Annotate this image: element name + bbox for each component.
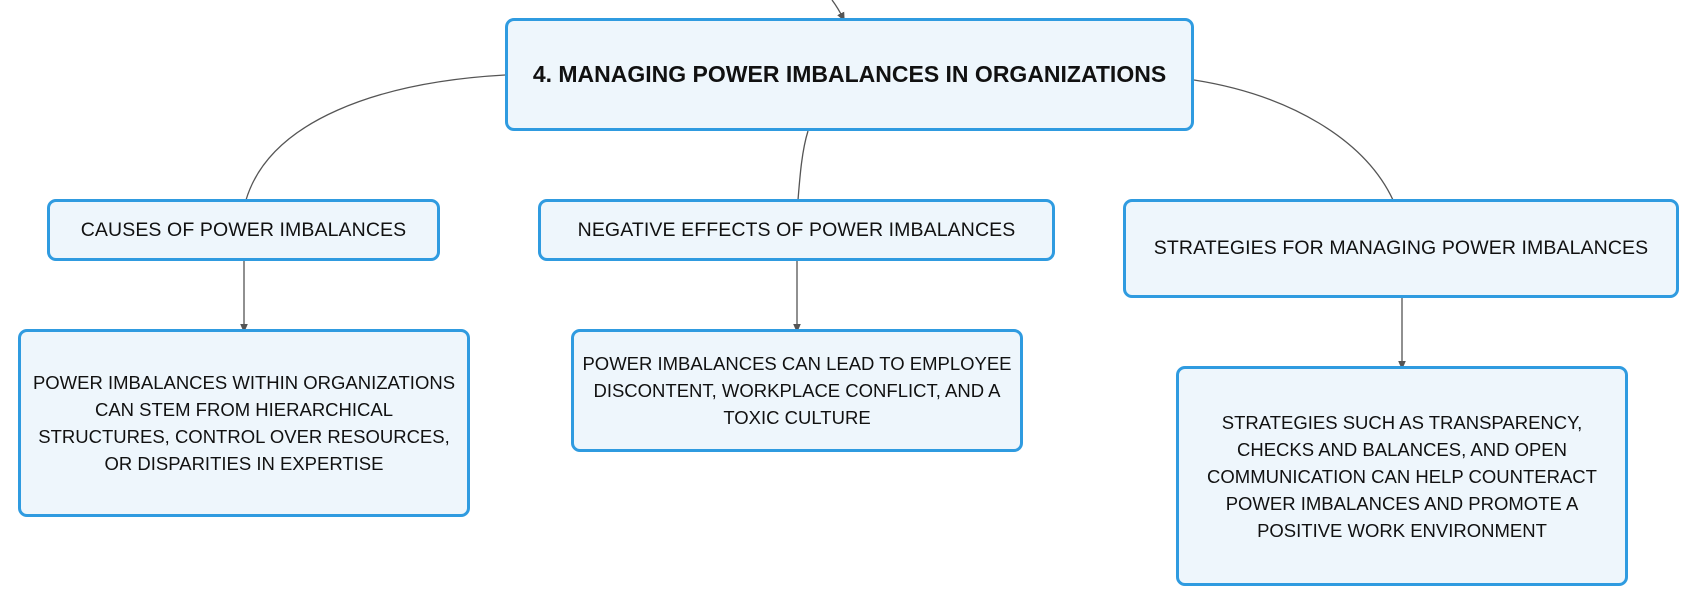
detail-node-text: POWER IMBALANCES CAN LEAD TO EMPLOYEE DI…: [582, 353, 1012, 428]
detail-node-causes[interactable]: POWER IMBALANCES WITHIN ORGANIZATIONS CA…: [18, 329, 470, 517]
branch-node-negative-effects[interactable]: NEGATIVE EFFECTS OF POWER IMBALANCES: [538, 199, 1055, 261]
branch-node-causes[interactable]: CAUSES OF POWER IMBALANCES: [47, 199, 440, 261]
root-node[interactable]: 4. MANAGING POWER IMBALANCES IN ORGANIZA…: [505, 18, 1194, 131]
branch-node-label: CAUSES OF POWER IMBALANCES: [80, 218, 407, 241]
connector-root-to-effects: [797, 130, 809, 201]
connector-root-to-strategies: [1193, 79, 1394, 201]
detail-node-negative-effects[interactable]: POWER IMBALANCES CAN LEAD TO EMPLOYEE DI…: [571, 329, 1023, 452]
connector-root-to-causes: [245, 74, 506, 201]
connector-from-parent: [831, 0, 845, 22]
detail-node-text: POWER IMBALANCES WITHIN ORGANIZATIONS CA…: [32, 372, 456, 474]
detail-node-text: STRATEGIES SUCH AS TRANSPARENCY, CHECKS …: [1207, 411, 1597, 541]
branch-node-label: STRATEGIES FOR MANAGING POWER IMBALANCES: [1153, 237, 1649, 259]
branch-node-label: NEGATIVE EFFECTS OF POWER IMBALANCES: [577, 218, 1016, 241]
detail-node-strategies[interactable]: STRATEGIES SUCH AS TRANSPARENCY, CHECKS …: [1176, 366, 1628, 586]
branch-node-strategies[interactable]: STRATEGIES FOR MANAGING POWER IMBALANCES: [1123, 199, 1679, 298]
root-node-label: 4. MANAGING POWER IMBALANCES IN ORGANIZA…: [532, 61, 1167, 87]
